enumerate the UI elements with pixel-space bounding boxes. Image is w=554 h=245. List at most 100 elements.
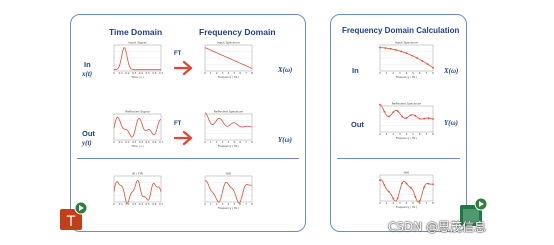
data-point	[405, 182, 408, 185]
data-point	[426, 63, 429, 66]
right-Y-omega-label: Y(ω)	[444, 119, 458, 127]
data-point	[379, 179, 381, 182]
plot-title: IR / FIR	[132, 172, 143, 176]
data-curve	[204, 47, 253, 69]
x-tick-label: 3	[222, 202, 224, 206]
data-point	[423, 186, 426, 189]
data-point	[427, 182, 430, 185]
x-axis-label: Frequency ( Hz )	[396, 136, 417, 140]
data-point	[427, 117, 430, 120]
right-separator-line	[337, 158, 460, 159]
x-tick-label: 0.2	[125, 140, 129, 144]
data-curve	[113, 47, 161, 71]
x-tick-label: 4	[406, 71, 408, 75]
x-tick-label: 0	[379, 132, 381, 136]
data-curve	[204, 112, 253, 128]
data-point	[396, 110, 399, 112]
x-tick-label: 2	[216, 71, 218, 75]
x-tick-label: 0.7	[159, 71, 163, 75]
watermark: CSDN @思茂信息	[388, 220, 487, 234]
data-point	[432, 183, 434, 186]
data-point	[418, 117, 421, 120]
x-tick-label: 0.5	[146, 140, 150, 144]
data-point	[396, 197, 399, 199]
x-tick-label: 2	[216, 202, 218, 206]
x-tick-label: 6	[419, 71, 421, 75]
data-point	[395, 49, 397, 51]
x-t-label: x(t)	[82, 70, 93, 78]
data-point	[414, 114, 417, 117]
x-tick-label: 0.2	[125, 71, 129, 75]
ft-label-bottom: FT	[174, 121, 182, 127]
data-point	[379, 103, 381, 106]
x-tick-label: 2	[392, 201, 394, 205]
x-tick-label: 8	[251, 71, 253, 75]
excel-icon[interactable]	[459, 197, 489, 227]
x-axis-label: Frequency ( Hz )	[218, 206, 239, 210]
x-tick-label: 0	[113, 202, 115, 206]
data-curve	[113, 116, 162, 138]
plot-title: Input Spectrum	[395, 41, 418, 45]
right-arrow-icon	[174, 60, 193, 76]
data-curve	[113, 179, 162, 204]
y-t-label: y(t)	[82, 139, 92, 147]
x-tick-label: 5	[234, 140, 236, 144]
x-tick-label: 5	[412, 132, 414, 136]
plot-title: Input Signal	[129, 41, 147, 45]
data-point	[405, 117, 408, 119]
data-point	[432, 118, 434, 120]
x-tick-label: 0.6	[152, 71, 156, 75]
data-point	[392, 111, 395, 114]
x-tick-label: 2	[216, 140, 218, 144]
x-axis-label: Frequency ( Hz )	[218, 144, 239, 148]
x-tick-label: 0.4	[139, 202, 143, 206]
frequency-domain-title: Frequency Domain	[199, 27, 276, 37]
x-tick-label: 0.3	[132, 71, 136, 75]
separator-line	[77, 158, 299, 159]
x-tick-label: 8	[432, 201, 434, 205]
x-tick-label: 6	[419, 201, 421, 205]
x-tick-label: 0.3	[132, 202, 136, 206]
x-tick-label: 1	[210, 140, 212, 144]
x-tick-label: 7	[426, 71, 428, 75]
x-tick-label: 8	[432, 132, 434, 136]
data-point	[389, 47, 392, 50]
x-tick-label: 0.1	[119, 140, 123, 144]
x-tick-label: 6	[239, 202, 241, 206]
x-tick-label: 5	[234, 71, 236, 75]
x-tick-label: 5	[412, 71, 414, 75]
powerpoint-icon[interactable]: T	[59, 201, 89, 231]
x-tick-label: 4	[228, 71, 230, 75]
x-tick-label: 0.6	[152, 140, 156, 144]
right-out-label: Out	[351, 120, 364, 129]
data-point	[401, 182, 403, 185]
out-label: Out	[82, 129, 95, 138]
x-tick-label: 3	[399, 71, 401, 75]
plot-title: Reflected Spectrum	[214, 110, 244, 114]
x-tick-label: 3	[399, 201, 401, 205]
ft-label-top: FT	[174, 51, 182, 57]
x-tick-label: 6	[419, 132, 421, 136]
x-tick-label: 1	[210, 202, 212, 206]
data-point	[414, 195, 417, 198]
x-tick-label: 1	[386, 132, 388, 136]
right-in-label: In	[352, 66, 359, 75]
Y-omega-label: Y(ω)	[278, 136, 292, 144]
x-tick-label: 7	[245, 140, 247, 144]
data-curve	[204, 180, 253, 204]
data-point	[400, 50, 403, 53]
data-point	[432, 66, 434, 69]
x-tick-label: 1	[386, 201, 388, 205]
data-point	[387, 115, 390, 118]
x-tick-label: 4	[228, 202, 230, 206]
in-label: In	[84, 60, 91, 69]
x-tick-label: 0	[379, 71, 381, 75]
X-omega-label: X(ω)	[278, 66, 293, 74]
x-tick-label: 5	[234, 202, 236, 206]
x-tick-label: 7	[245, 71, 247, 75]
x-tick-label: 0.4	[139, 71, 143, 75]
